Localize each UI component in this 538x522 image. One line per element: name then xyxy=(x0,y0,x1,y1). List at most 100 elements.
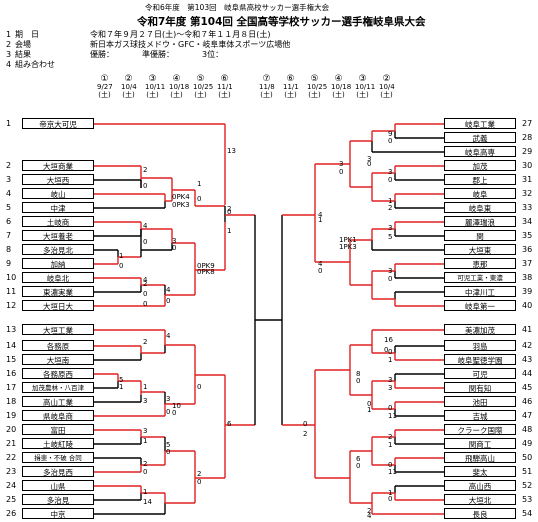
round-date: 9/27 xyxy=(97,83,113,91)
team-name: 岐阜 xyxy=(444,188,516,199)
team-name: 大垣商業 xyxy=(22,160,94,171)
team-seed: 14 xyxy=(6,341,17,350)
team-name: 高山西 xyxy=(444,480,516,491)
round-date: 10/11 xyxy=(355,83,376,91)
match-score: 0 xyxy=(388,348,393,356)
match-score: 0 xyxy=(119,262,124,270)
match-score: 2 xyxy=(143,460,148,468)
team-name: 東濃実業 xyxy=(22,286,94,297)
team-name: 郡上 xyxy=(444,174,516,185)
team-seed: 25 xyxy=(6,495,17,504)
match-score: 2 xyxy=(388,204,393,212)
team-seed: 42 xyxy=(522,341,533,350)
team-seed: 7 xyxy=(6,231,12,240)
team-name: 可児工業・東濃 xyxy=(444,272,516,283)
round-number: ⑤ xyxy=(196,74,205,84)
info-label: 会場 xyxy=(15,40,31,49)
team-name: 土岐紅陵 xyxy=(22,438,94,449)
match-score: 3 xyxy=(388,224,393,232)
match-score: 3 xyxy=(143,427,148,435)
match-score: 11 xyxy=(388,468,397,476)
match-score: 0 xyxy=(339,168,344,176)
round-day: (土) xyxy=(284,91,297,99)
match-score: 0 xyxy=(388,275,393,283)
match-score: 4 xyxy=(367,512,372,520)
match-score: 2 xyxy=(388,433,393,441)
team-name: 加納 xyxy=(22,258,94,269)
round-date: 11/8 xyxy=(259,83,275,91)
team-name: 大垣養老 xyxy=(22,230,94,241)
match-score: 1PK1 xyxy=(339,236,357,244)
team-name: 羽島 xyxy=(444,340,516,351)
match-score: 0 xyxy=(388,137,393,145)
team-name: 各務原西 xyxy=(22,368,94,379)
team-name: 中京 xyxy=(22,508,94,519)
info-value: 優勝： 準優勝： 3位： xyxy=(90,50,224,59)
team-name: 大垣北 xyxy=(444,494,516,505)
team-seed: 27 xyxy=(522,119,533,128)
team-seed: 4 xyxy=(6,189,12,198)
team-seed: 22 xyxy=(6,453,17,462)
team-seed: 39 xyxy=(522,287,533,296)
match-score: 3 xyxy=(172,237,177,245)
info-label: 組み合わせ xyxy=(15,60,55,69)
team-name: 大垣南 xyxy=(22,354,94,365)
match-score: 1 xyxy=(143,437,148,445)
match-score: 1 xyxy=(318,216,323,224)
team-seed: 24 xyxy=(6,481,17,490)
team-seed: 20 xyxy=(6,425,17,434)
match-score: 14 xyxy=(143,498,152,506)
team-name: 美濃加茂 xyxy=(444,324,516,335)
match-score: 5 xyxy=(119,376,124,384)
match-score: 1 xyxy=(197,180,202,188)
round-date: 10/18 xyxy=(331,83,352,91)
team-seed: 40 xyxy=(522,301,533,310)
info-value: 令和７年９月２７日(土)～令和７年１１月８日(土) xyxy=(90,30,271,39)
match-score: 0PK3 xyxy=(172,201,190,209)
match-score: 3 xyxy=(388,376,393,384)
match-score: 0 xyxy=(143,290,148,298)
team-name: 岐阜第一 xyxy=(444,300,516,311)
team-name: 大垣東 xyxy=(444,244,516,255)
team-name: 多治見西 xyxy=(22,466,94,477)
info-label: 結果 xyxy=(15,50,31,59)
round-day: (土) xyxy=(218,91,231,99)
team-seed: 17 xyxy=(6,383,17,392)
round-day: (土) xyxy=(380,91,393,99)
team-seed: 34 xyxy=(522,217,533,226)
team-seed: 18 xyxy=(6,397,17,406)
team-name: 岐阜東 xyxy=(444,202,516,213)
team-name: 加茂 xyxy=(444,160,516,171)
team-name: 加茂農林・八百津 xyxy=(22,382,94,393)
match-score: 6 xyxy=(227,420,232,428)
match-score: 1 xyxy=(143,383,148,391)
team-seed: 3 xyxy=(6,175,12,184)
team-seed: 10 xyxy=(6,273,17,282)
team-name: 長良 xyxy=(444,508,516,519)
team-name: 多治見 xyxy=(22,494,94,505)
match-score: 3 xyxy=(166,395,171,403)
team-name: 岐阜聖徳学園 xyxy=(444,354,516,365)
match-score: 2 xyxy=(143,166,148,174)
round-day: (土) xyxy=(122,91,135,99)
team-seed: 9 xyxy=(6,259,12,268)
match-score: 6 xyxy=(356,455,361,463)
team-name: 帝京大可児 xyxy=(22,118,94,129)
team-seed: 32 xyxy=(522,189,533,198)
match-score: 2 xyxy=(143,280,148,288)
team-seed: 8 xyxy=(6,245,12,254)
match-score: 2 xyxy=(143,338,148,346)
team-name: 中津 xyxy=(22,202,94,213)
round-number: ⑥ xyxy=(286,74,295,84)
match-score: 16 xyxy=(384,336,393,344)
match-score: 0 xyxy=(367,160,372,168)
match-score: 1 xyxy=(227,227,232,235)
